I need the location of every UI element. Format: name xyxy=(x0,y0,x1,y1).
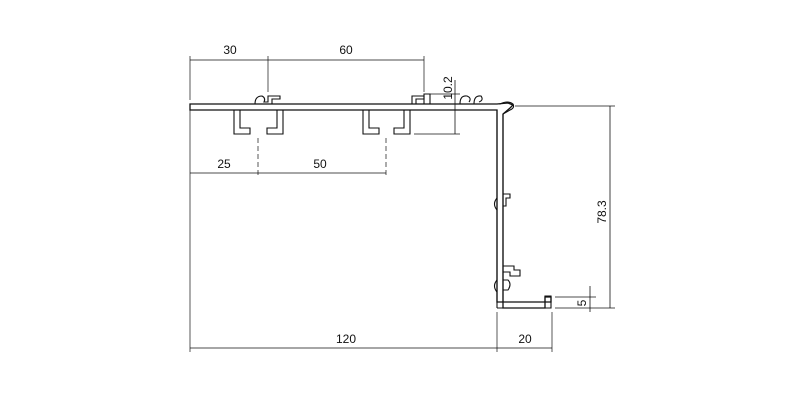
clip-4 xyxy=(459,95,483,105)
label-20: 20 xyxy=(518,332,532,346)
label-50: 50 xyxy=(313,157,327,171)
channel-1 xyxy=(233,110,251,135)
leg-clip-lower xyxy=(493,265,521,293)
channel-3 xyxy=(362,110,380,135)
leg-clip-upper xyxy=(493,193,511,211)
corner-hook xyxy=(499,101,515,115)
clip-1 xyxy=(254,95,281,105)
clip-3 xyxy=(423,93,431,104)
label-5: 5 xyxy=(575,299,589,306)
label-25: 25 xyxy=(217,157,231,171)
label-30: 30 xyxy=(223,43,237,57)
clip-2 xyxy=(411,95,425,104)
label-120: 120 xyxy=(336,332,356,346)
dimension-labels: 30 60 10.2 25 50 78.3 5 120 20 xyxy=(217,43,609,346)
dimension-lines xyxy=(189,56,615,352)
aluminium-profile xyxy=(189,93,552,309)
channel-4 xyxy=(393,110,411,135)
bottom-foot xyxy=(497,295,552,309)
label-60: 60 xyxy=(339,43,353,57)
label-10-2: 10.2 xyxy=(441,76,455,100)
channel-2 xyxy=(266,110,284,135)
label-78-3: 78.3 xyxy=(595,200,609,224)
